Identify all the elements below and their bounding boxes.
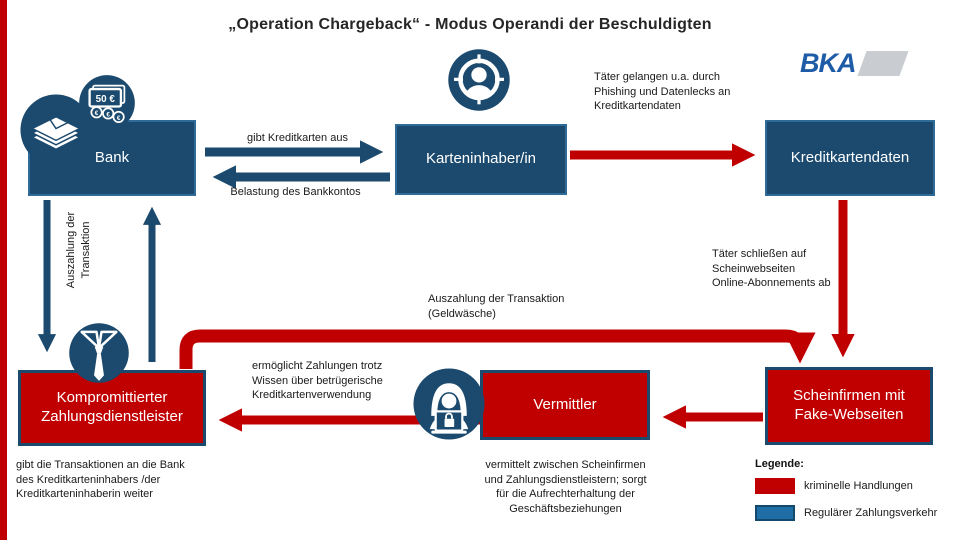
svg-text:€: €: [117, 115, 121, 122]
label-auszahlung-geldwaesche: Auszahlung der Transaktion (Geldwäsche): [428, 293, 565, 320]
node-karteninhaber-label: Karteninhaber/in: [425, 150, 537, 168]
label-online-abonnements: Täter schließen auf Scheinwebseiten Onli…: [712, 248, 831, 290]
node-scheinfirmen-label: Scheinfirmen mit Fake-Webseiten: [793, 387, 905, 423]
legend-item-regular: Regulärer Zahlungsverkehr: [755, 505, 937, 521]
page-title: „Operation Chargeback“ - Modus Operandi …: [228, 16, 712, 33]
legend-label-criminal: kriminelle Handlungen: [804, 480, 913, 492]
svg-text:€: €: [95, 110, 99, 117]
arrow-zahlungsdienstleister-to-scheinfirmen-geldwaesche: [179, 329, 816, 369]
label-auszahlung-transaktion-vertikal: Auszahlung der Transaktion: [65, 211, 92, 289]
label-gibt-transaktionen-weiter: gibt die Transaktionen an die Bank des K…: [16, 459, 185, 501]
legend-item-criminal: kriminelle Handlungen: [755, 478, 937, 494]
legend-swatch-criminal: [755, 478, 795, 494]
node-kreditkartendaten: Kreditkartendaten: [765, 120, 935, 196]
legend-heading: Legende:: [755, 458, 804, 470]
banknote-50-euro-icon: 50 € € € €: [79, 75, 135, 131]
label-belastung-bankkonto: Belastung des Bankkontos: [230, 186, 361, 198]
businessman-tie-icon: [69, 323, 129, 383]
node-vermittler-label: Vermittler: [533, 395, 597, 413]
node-zahlungsdienstleister-label: Kompromittierter Zahlungsdienstleister: [41, 389, 183, 425]
node-karteninhaber: Karteninhaber/in: [395, 124, 567, 195]
cash-stack-icon: [20, 94, 92, 166]
node-bank-label: Bank: [94, 148, 130, 166]
node-scheinfirmen: Scheinfirmen mit Fake-Webseiten: [765, 367, 933, 445]
legend-label-regular: Regulärer Zahlungsverkehr: [804, 507, 938, 519]
label-vermittelt-scheinfirmen: vermittelt zwischen Scheinfirmen und Zah…: [484, 459, 647, 515]
label-gibt-kreditkarten: gibt Kreditkarten aus: [247, 132, 348, 144]
label-phishing-datenlecks: Täter gelangen u.a. durch Phishing und D…: [594, 71, 731, 113]
legend: Legende: kriminelle Handlungen Regulärer…: [755, 458, 937, 532]
legend-swatch-regular: [755, 505, 795, 521]
svg-text:€: €: [106, 111, 110, 118]
node-vermittler: Vermittler: [480, 370, 650, 440]
svg-text:50 €: 50 €: [96, 94, 116, 105]
label-ermoeglicht-zahlungen: ermöglicht Zahlungen trotz Wissen über b…: [252, 360, 383, 402]
node-kreditkartendaten-label: Kreditkartendaten: [790, 148, 910, 166]
hacker-laptop-icon: [413, 368, 485, 440]
bka-logo: BKA: [800, 48, 909, 78]
bka-logo-text: BKA: [800, 48, 856, 78]
target-person-icon: [448, 49, 510, 111]
left-edge-accent-bar: [0, 0, 7, 540]
